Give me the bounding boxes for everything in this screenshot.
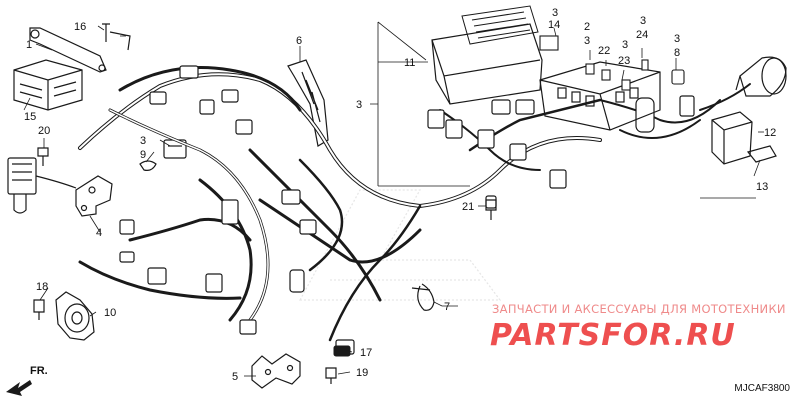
callout-22: 22 [598,45,610,57]
callout-1: 1 [26,39,32,51]
callout-24: 24 [636,29,648,41]
ecu-part-15 [13,59,83,111]
fuse-part-17 [333,345,351,357]
callout-4: 4 [96,227,102,239]
clip-part-7 [411,283,435,311]
callout-7: 7 [444,301,450,313]
callout-15: 15 [24,111,36,123]
fuse-box-label [461,5,539,45]
main-wire-harness [78,66,751,342]
watermark-brand: PARTSFOR.RU [490,318,736,353]
fuse-box-part-3 [539,61,661,131]
leader-lines [23,21,764,377]
callout-20: 20 [38,125,50,137]
bolt-part-21 [485,199,497,220]
callout-14: 14 [548,19,560,31]
callout-3-fuse-c: 3 [640,15,646,27]
callout-8: 8 [674,47,680,59]
callout-3-left: 3 [140,135,146,147]
cover-part-6 [287,59,329,147]
bracket-part-4 [75,175,113,217]
callout-11: 11 [404,57,415,69]
cylinder-filter [735,56,787,97]
harness-connectors [119,65,695,355]
front-direction-arrow-icon [6,380,32,396]
callout-17: 17 [360,347,372,359]
diagram-code: MJCAF3800 [734,383,790,394]
callout-9: 9 [140,149,146,161]
callout-18: 18 [36,281,48,293]
relay-box-left [7,157,77,214]
front-direction-label: FR. [30,365,48,377]
callout-23: 23 [618,55,630,67]
watermark-subtitle: ЗАПЧАСТИ И АКСЕССУАРЫ ДЛЯ МОТОТЕХНИКИ [492,302,786,316]
callout-2: 2 [584,21,590,33]
callout-12: 12 [764,127,776,139]
relays-and-fuses [539,35,685,91]
fuse-box-cover-part-11 [431,23,543,105]
callout-10: 10 [104,307,116,319]
callout-16: 16 [74,21,86,33]
callout-3-relay: 3 [552,7,558,19]
callout-19: 19 [356,367,368,379]
relay-part-12 [711,111,777,165]
callout-3-fuse-a: 3 [584,35,590,47]
callout-6: 6 [296,35,302,47]
callout-13: 13 [756,181,768,193]
callout-3-fuse-b: 3 [622,39,628,51]
clamp-part-1 [29,23,131,73]
callout-21: 21 [462,201,474,213]
horn-part-10 [33,291,95,341]
callout-5: 5 [232,371,238,383]
bracket-part-5 [251,353,337,389]
connector-part-3-left [139,139,187,171]
callout-3-fusebox: 3 [356,99,362,111]
callout-3-relay-b: 3 [674,33,680,45]
bolt-part-20 [37,147,49,166]
